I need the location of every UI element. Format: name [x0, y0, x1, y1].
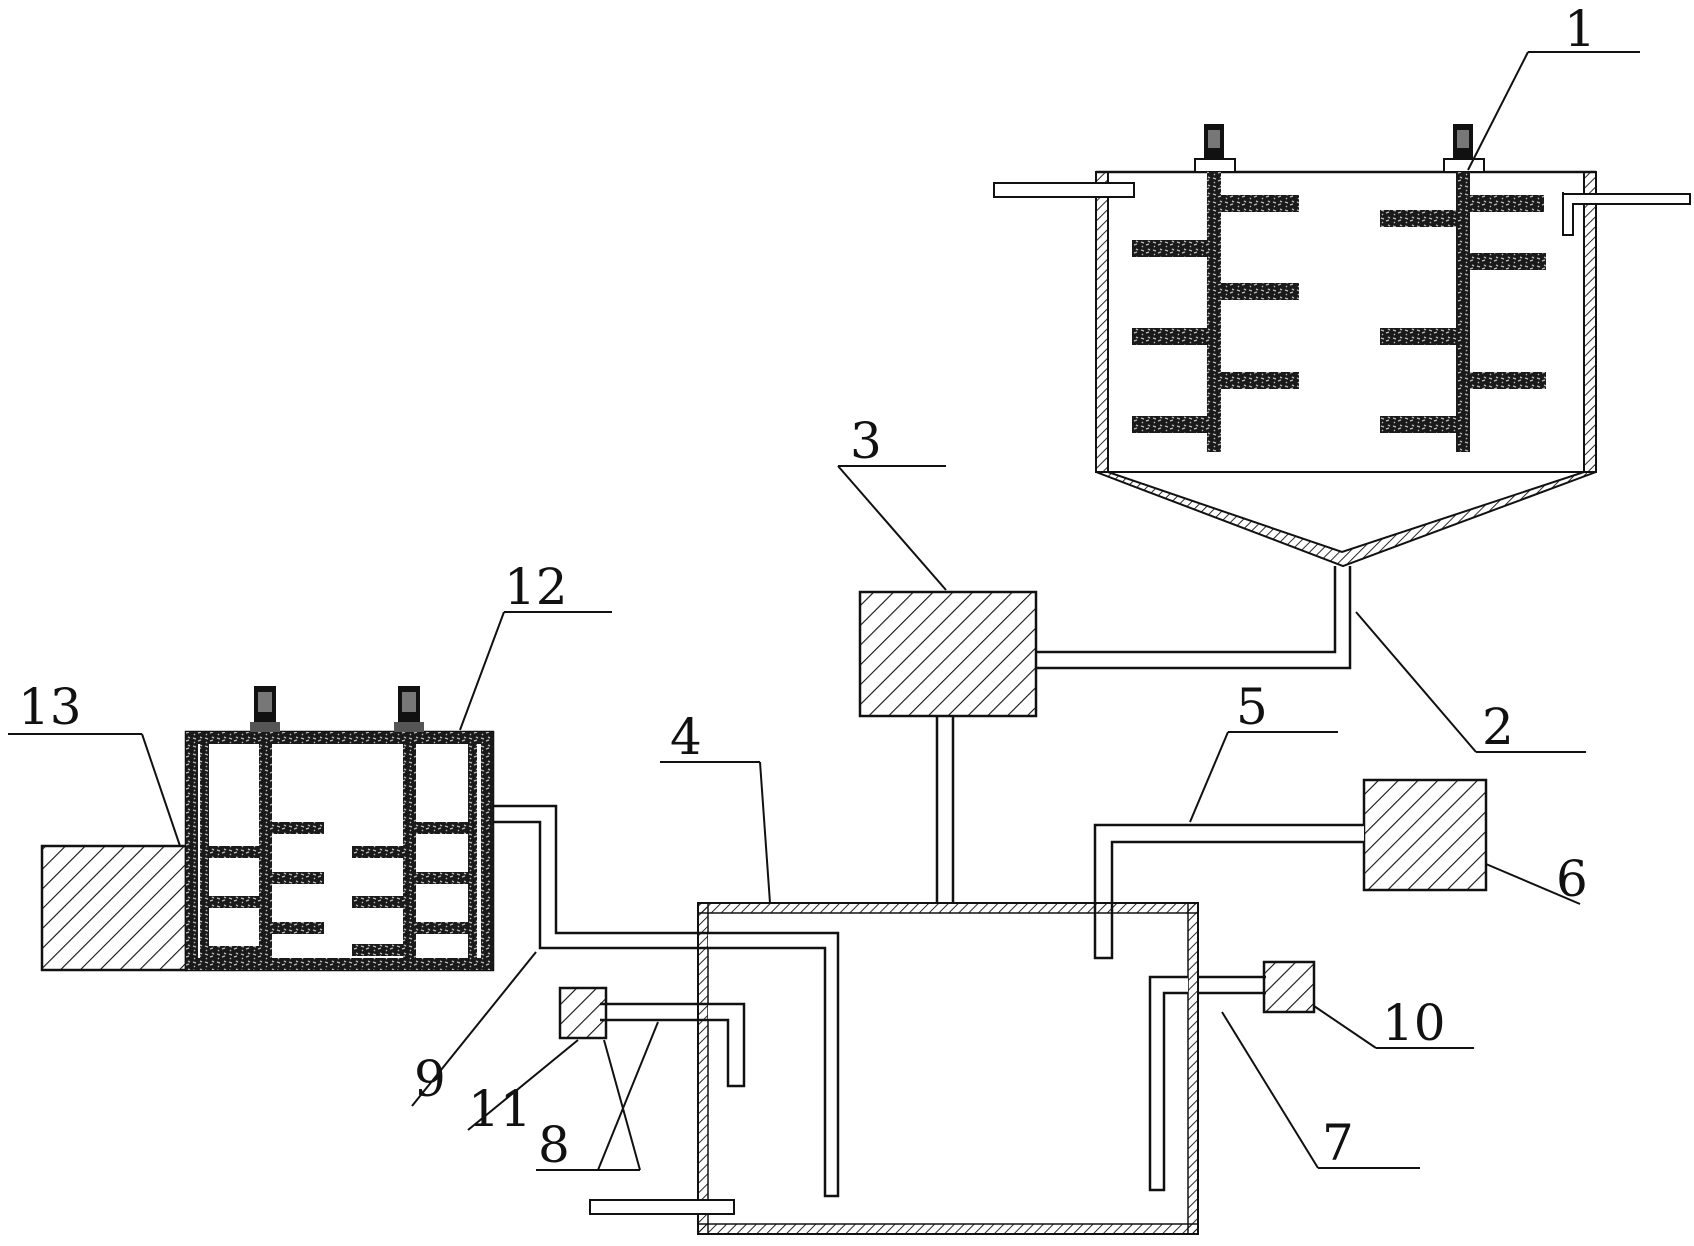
label-7: 7 — [1322, 1114, 1354, 1172]
label-6: 6 — [1556, 850, 1588, 908]
label-12: 12 — [504, 558, 568, 616]
label-11: 11 — [468, 1080, 532, 1138]
stirrer-motor-icon — [394, 686, 424, 732]
leader-line-7 — [1221, 1011, 1420, 1169]
unit-11-box — [558, 986, 608, 1040]
leader-line-3 — [837, 465, 947, 591]
leader-line-6 — [1485, 863, 1581, 905]
unit-10-box — [1262, 960, 1316, 1014]
mixing-tank-12 — [184, 686, 495, 972]
label-8: 8 — [538, 1116, 570, 1174]
stirrer-motor-icon — [1194, 124, 1236, 173]
pipe-8 — [600, 1002, 708, 1022]
label-3: 3 — [850, 412, 882, 470]
leader-line-9 — [411, 951, 537, 1107]
label-13: 13 — [18, 678, 82, 736]
reactor-tank-1 — [993, 124, 1691, 568]
leader-lines — [8, 51, 1640, 1171]
leader-line-1 — [1467, 51, 1640, 171]
leader-line-10 — [1313, 1005, 1474, 1049]
main-tank-4 — [589, 902, 1199, 1235]
label-2: 2 — [1482, 698, 1514, 756]
stirrer-motor-icon — [1443, 124, 1485, 173]
leader-line-8 — [536, 1021, 659, 1171]
label-9: 9 — [414, 1050, 446, 1108]
label-5: 5 — [1236, 678, 1268, 736]
pipe-5 — [1093, 823, 1364, 960]
unit-3-box — [858, 590, 1038, 903]
leader-line-2 — [1355, 611, 1586, 753]
stirrer-motor-icon — [250, 686, 280, 732]
leader-line-12 — [459, 611, 612, 731]
unit-6-box — [1362, 778, 1488, 892]
leader-line-5 — [1189, 731, 1338, 823]
leader-line-13 — [8, 733, 181, 847]
label-4: 4 — [670, 708, 702, 766]
pipe-7 — [1198, 975, 1266, 995]
pipe-9 — [493, 804, 708, 950]
leader-line-4 — [660, 761, 771, 904]
leader-line-11 — [467, 1039, 579, 1131]
label-10: 10 — [1382, 994, 1446, 1052]
label-1: 1 — [1564, 0, 1596, 58]
unit-13-box — [40, 844, 188, 972]
pipe-2 — [1036, 566, 1352, 670]
